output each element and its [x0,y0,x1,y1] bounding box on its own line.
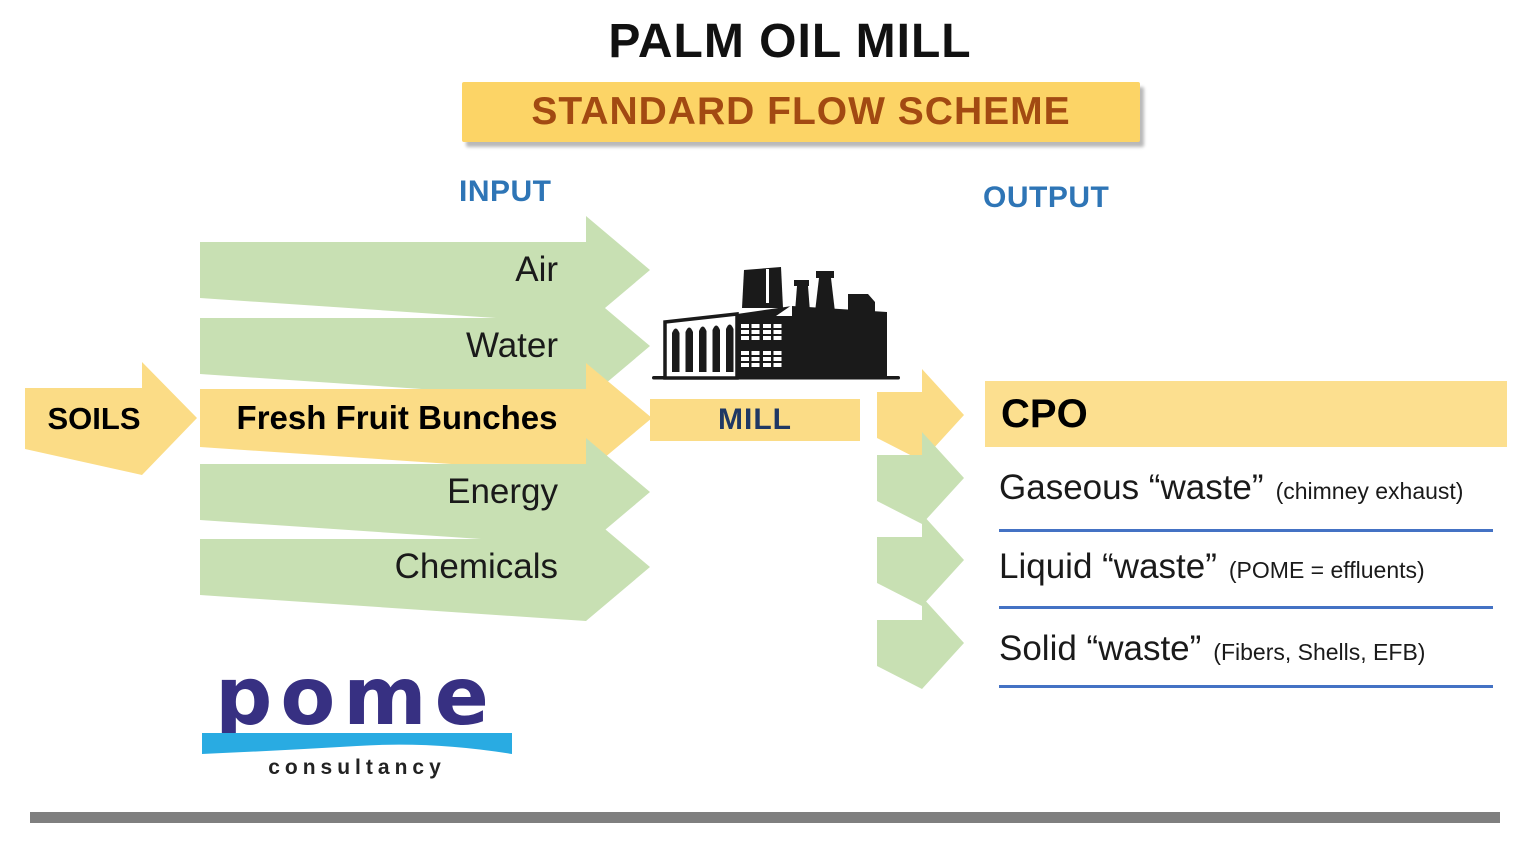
mill-label: MILL [718,403,792,436]
waste-note-gaseous: (chimney exhaust) [1275,478,1464,504]
waste-arrow-solid [877,597,964,689]
separator-line-3 [999,685,1493,688]
soils-label: SOILS [47,400,141,436]
waste-row-solid: Solid “waste” (Fibers, Shells, EFB) [999,625,1511,673]
separator-line-1 [999,529,1493,532]
input-label-water: Water [465,326,558,365]
separator-line-2 [999,606,1493,609]
factory-icon [638,252,910,399]
waste-row-gaseous: Gaseous “waste” (chimney exhaust) [999,464,1511,512]
subtitle-text: STANDARD FLOW SCHEME [531,90,1071,133]
pome-logo-wordmark: pome [215,650,497,743]
cpo-label: CPO [1001,391,1088,436]
soils-arrow: SOILS [25,362,197,475]
input-label-energy: Energy [447,472,558,511]
waste-main-liquid: Liquid “waste” [999,547,1217,586]
logo-swoosh [202,733,512,765]
waste-row-liquid: Liquid “waste” (POME = effluents) [999,543,1511,591]
waste-note-solid: (Fibers, Shells, EFB) [1213,639,1426,665]
bottom-divider [30,812,1500,823]
input-section-label: INPUT [459,175,552,208]
output-section-label: OUTPUT [983,181,1110,214]
waste-main-gaseous: Gaseous “waste” [999,468,1264,507]
waste-note-liquid: (POME = effluents) [1228,557,1425,583]
input-label-fresh-fruit-bunches: Fresh Fruit Bunches [236,399,558,436]
waste-main-solid: Solid “waste” [999,629,1202,668]
waste-arrow-liquid [877,514,964,606]
subtitle-banner: STANDARD FLOW SCHEME [462,82,1140,142]
input-arrow-air: Air [200,216,650,324]
page-title: PALM OIL MILL [608,15,972,68]
input-label-air: Air [515,250,558,289]
cpo-bar: CPO [985,381,1507,447]
mill-box: MILL [650,399,860,441]
input-label-chemicals: Chemicals [394,547,558,586]
logo-tagline: consultancy [268,756,446,779]
